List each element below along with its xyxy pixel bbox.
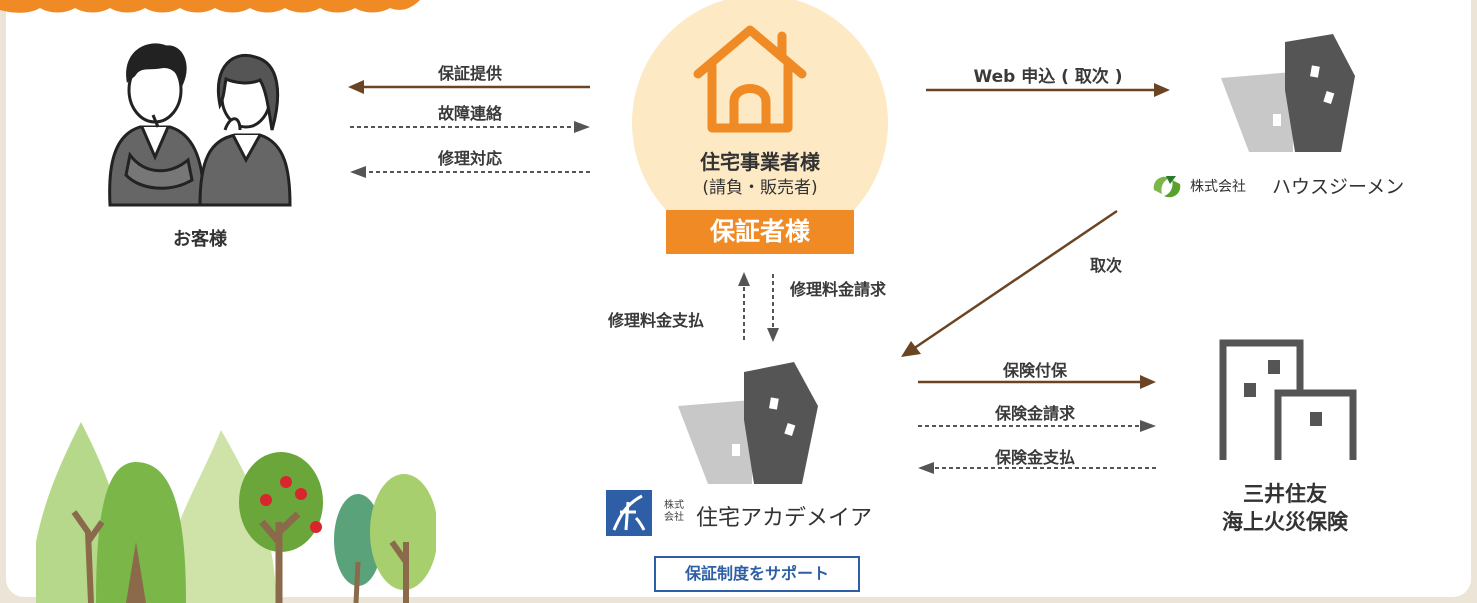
flow-web-label: Web 申込 ( 取次 ) <box>973 67 1123 87</box>
house-icon <box>693 25 807 133</box>
insurer-name-line2: 海上火災保険 <box>1222 510 1348 534</box>
arrow-offer <box>348 80 590 94</box>
guarantor-badge: 保証者様 <box>666 210 854 254</box>
flow-insure-label: 保険付保 <box>1002 361 1068 380</box>
housegmen-prefix: 株式会社 <box>1190 179 1246 195</box>
customer-label: お客様 <box>173 229 227 250</box>
flow-billing-label: 修理料金請求 <box>790 280 887 299</box>
arrow-repair <box>350 166 590 178</box>
arrow-report <box>350 121 590 133</box>
flow-payment-label: 修理料金支払 <box>608 311 705 330</box>
insurer-name-line1: 三井住友 <box>1243 482 1327 506</box>
top-orange-tab <box>0 0 420 13</box>
flow-claim-label: 保険金請求 <box>994 404 1076 423</box>
arrow-relay <box>901 209 1118 357</box>
flow-report-label: 故障連絡 <box>437 104 503 123</box>
arrow-billing <box>767 274 779 342</box>
left-arrows <box>348 80 590 178</box>
insurer-building-icon <box>1219 339 1357 460</box>
housegmen-logo-icon <box>1153 176 1181 198</box>
builder-role: (請負・販売者) <box>702 178 818 198</box>
academia-prefix-bottom: 会社 <box>664 512 684 523</box>
housegmen-buildings-icon <box>1221 34 1355 152</box>
builder-name: 住宅事業者様 <box>700 150 820 174</box>
academia-prefix: 株式 会社 <box>664 500 684 524</box>
flow-repair-label: 修理対応 <box>437 149 503 168</box>
arrow-web <box>926 83 1170 97</box>
customer-couple-icon <box>108 43 292 207</box>
housegmen-name: ハウスジーメン <box>1272 176 1405 198</box>
trees-illustration <box>36 422 436 603</box>
flow-payout-label: 保険金支払 <box>994 448 1076 467</box>
academia-buildings-icon <box>678 362 818 484</box>
arrow-claim <box>918 420 1156 432</box>
arrow-payment <box>738 272 750 340</box>
vertical-arrows <box>738 272 779 342</box>
support-badge: 保証制度をサポート <box>654 556 860 592</box>
right-arrows <box>918 375 1156 474</box>
academia-prefix-top: 株式 <box>664 500 684 511</box>
flow-relay-label: 取次 <box>1090 256 1123 275</box>
arrow-insure <box>918 375 1156 389</box>
flow-offer-label: 保証提供 <box>437 64 503 83</box>
academia-logo-icon <box>606 490 652 536</box>
academia-name: 住宅アカデメイア <box>696 506 873 531</box>
arrow-payout <box>918 462 1156 474</box>
